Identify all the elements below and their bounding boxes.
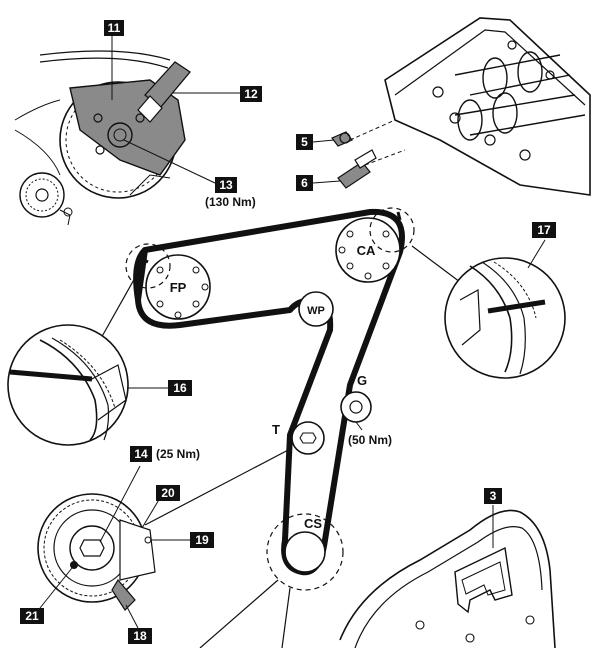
callout-18: 18: [128, 628, 152, 644]
svg-text:14: 14: [134, 447, 148, 461]
svg-text:19: 19: [195, 533, 209, 547]
magnified-fp-mark: [7, 275, 168, 446]
timing-cover-detail: [339, 505, 556, 648]
pulley-g-label: G: [357, 373, 367, 388]
svg-text:6: 6: [301, 176, 308, 190]
crank-sprocket-detail: [37, 465, 190, 629]
callout-20: 20: [156, 485, 180, 501]
svg-text:16: 16: [173, 381, 187, 395]
sprocket-locking-detail: [14, 36, 240, 226]
pulley-ca-label: CA: [357, 243, 376, 258]
svg-text:18: 18: [133, 629, 147, 643]
svg-text:12: 12: [244, 87, 258, 101]
svg-text:17: 17: [537, 223, 551, 237]
svg-text:20: 20: [161, 486, 175, 500]
pulley-fp-label: FP: [170, 280, 187, 295]
torque-14-label: (25 Nm): [156, 447, 200, 461]
pulley-cs: CS: [284, 516, 326, 573]
callout-14: 14: [130, 446, 152, 462]
svg-text:11: 11: [108, 21, 121, 35]
timing-mark-ca-ring: [369, 207, 415, 253]
torque-13-label: (130 Nm): [205, 195, 256, 209]
callout-12: 12: [240, 86, 262, 102]
callout-11: 11: [104, 20, 124, 36]
pulley-ca: CA: [335, 217, 401, 283]
svg-text:21: 21: [25, 609, 39, 623]
callout-5: 5: [296, 134, 313, 150]
magnified-ca-mark: [411, 239, 566, 379]
pulley-cs-label: CS: [304, 516, 322, 531]
callout-3: 3: [484, 488, 502, 504]
tensioner-t: T: [272, 421, 325, 455]
bolt-5: [331, 131, 353, 147]
callout-16: 16: [168, 380, 192, 396]
svg-text:13: 13: [219, 178, 233, 192]
bolt-6: [337, 149, 377, 189]
timing-mark-cs-ring: [266, 513, 344, 591]
timing-mark-fp-ring: [125, 243, 171, 289]
callout-13: 13: [215, 177, 237, 193]
callout-6: 6: [296, 175, 313, 191]
pulley-g: G: [340, 373, 372, 431]
svg-text:3: 3: [490, 489, 497, 503]
svg-text:5: 5: [301, 135, 308, 149]
callout-17: 17: [532, 222, 556, 238]
pulley-wp-label: WP: [307, 305, 325, 317]
camshaft-housing-detail: [312, 17, 591, 196]
tensioner-t-label: T: [272, 422, 280, 437]
pulley-fp: FP: [145, 254, 211, 320]
torque-g-label: (50 Nm): [348, 433, 392, 447]
callout-21: 21: [20, 608, 44, 624]
callout-19: 19: [190, 532, 214, 548]
pulley-wp: WP: [298, 291, 334, 327]
